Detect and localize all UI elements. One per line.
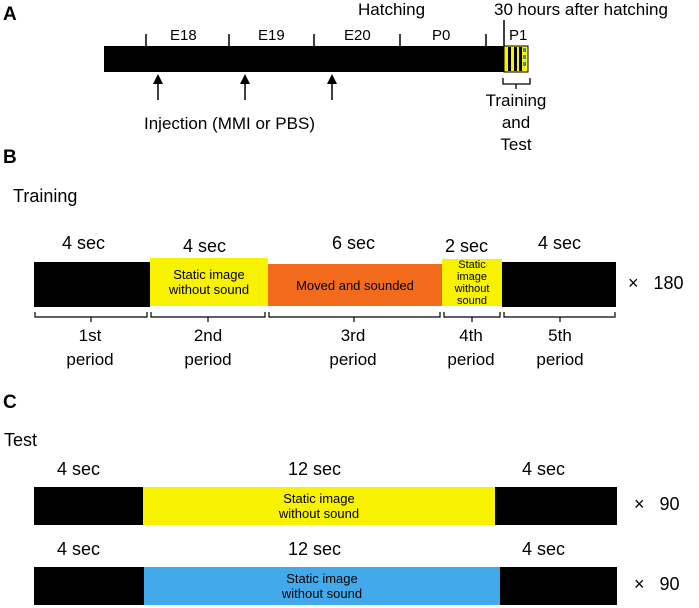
training-segment-3: Moved and sounded	[268, 264, 442, 306]
segment-text: Static image	[286, 571, 358, 586]
training-segment-1	[34, 262, 150, 307]
period-label: 3rd period	[303, 324, 403, 372]
period-label-line: 5th	[548, 326, 572, 345]
period-bracket	[443, 312, 501, 318]
duration-label: 6 sec	[332, 233, 376, 253]
day-label-e19: E19	[258, 27, 285, 44]
segment-text: sound	[457, 294, 487, 307]
segment-text: without	[454, 282, 490, 295]
period-label-line: period	[66, 350, 114, 369]
day-label-e20: E20	[344, 27, 371, 44]
duration-label: 4 sec	[62, 233, 106, 253]
timeline-bar	[104, 46, 504, 72]
p1-stripe	[514, 47, 517, 71]
day-label-p1: P1	[509, 27, 528, 44]
segment-text: Static	[458, 258, 486, 271]
segment-text: without sound	[278, 506, 360, 521]
period-bracket	[503, 312, 616, 318]
segment-text: Static image	[173, 267, 245, 282]
test2-segment-1	[34, 567, 144, 605]
injection-arrow	[240, 74, 250, 100]
period-label-line: 4th	[459, 326, 483, 345]
period-label-line: period	[536, 350, 584, 369]
duration-label: 4 sec	[522, 459, 566, 479]
period-bracket	[268, 312, 441, 318]
after-hatching-label: 30 hours after hatching	[494, 0, 668, 19]
period-label: 5th period	[510, 324, 610, 372]
segment-text: Moved and sounded	[296, 277, 414, 293]
period-label-line: period	[329, 350, 377, 369]
duration-label: 2 sec	[445, 236, 489, 256]
injection-arrow	[153, 74, 163, 100]
training-title: Training	[13, 186, 78, 206]
period-label-line: period	[184, 350, 232, 369]
p1-stripe	[523, 48, 526, 52]
panel-b-letter: B	[3, 147, 17, 168]
test2-segment-2: Static image without sound	[144, 567, 500, 605]
hatching-label: Hatching	[358, 0, 426, 19]
training-test-label: Training and Test	[466, 90, 566, 156]
p1-stripe	[523, 55, 526, 59]
day-label-p0: P0	[432, 27, 451, 44]
period-label: 4th period	[421, 324, 521, 372]
period-label-line: 1st	[78, 326, 102, 345]
test1-segment-1	[34, 487, 143, 525]
injection-label: Injection (MMI or PBS)	[144, 114, 315, 133]
test-title: Test	[4, 430, 38, 450]
segment-text: without sound	[168, 282, 250, 297]
duration-label: 4 sec	[538, 233, 582, 253]
repeat-label: × 90	[634, 494, 680, 514]
repeat-label: × 180	[628, 273, 684, 293]
test1-segment-3	[495, 487, 617, 525]
duration-label: 4 sec	[522, 539, 566, 559]
duration-label: 12 sec	[288, 459, 342, 479]
day-label-e18: E18	[170, 27, 197, 44]
training-test-line: Training	[485, 91, 547, 110]
period-label: 2nd period	[158, 324, 258, 372]
training-segment-5	[502, 262, 616, 307]
injection-arrow	[327, 74, 337, 100]
repeat-label: × 90	[634, 574, 680, 594]
duration-label: 4 sec	[183, 236, 227, 256]
period-label-line: 2nd	[193, 326, 223, 345]
panel-a-letter: A	[3, 4, 17, 25]
p1-stripe	[523, 62, 526, 66]
test2-segment-3	[500, 567, 617, 605]
timeline-diagram	[104, 20, 531, 100]
duration-label: 4 sec	[57, 539, 101, 559]
p1-stripe	[519, 47, 522, 71]
panel-c-letter: C	[3, 392, 17, 413]
segment-text: Static image	[283, 491, 355, 506]
p1-stripe	[508, 47, 511, 71]
training-segment-4: Static image without sound	[442, 258, 502, 307]
test1-segment-2: Static image without sound	[143, 487, 495, 525]
duration-label: 4 sec	[57, 459, 101, 479]
training-test-line: Test	[500, 135, 532, 154]
segment-text: without sound	[281, 586, 363, 601]
training-test-bracket	[502, 78, 531, 85]
training-segment-2: Static image without sound	[150, 258, 268, 306]
duration-label: 12 sec	[288, 539, 342, 559]
period-bracket	[34, 312, 148, 318]
period-bracket	[150, 312, 266, 318]
training-test-line: and	[501, 113, 531, 132]
period-label-line: 3rd	[340, 326, 366, 345]
period-label: 1st period	[40, 324, 140, 372]
period-label-line: period	[447, 350, 495, 369]
period-brackets	[34, 312, 616, 322]
segment-text: image	[457, 270, 487, 283]
